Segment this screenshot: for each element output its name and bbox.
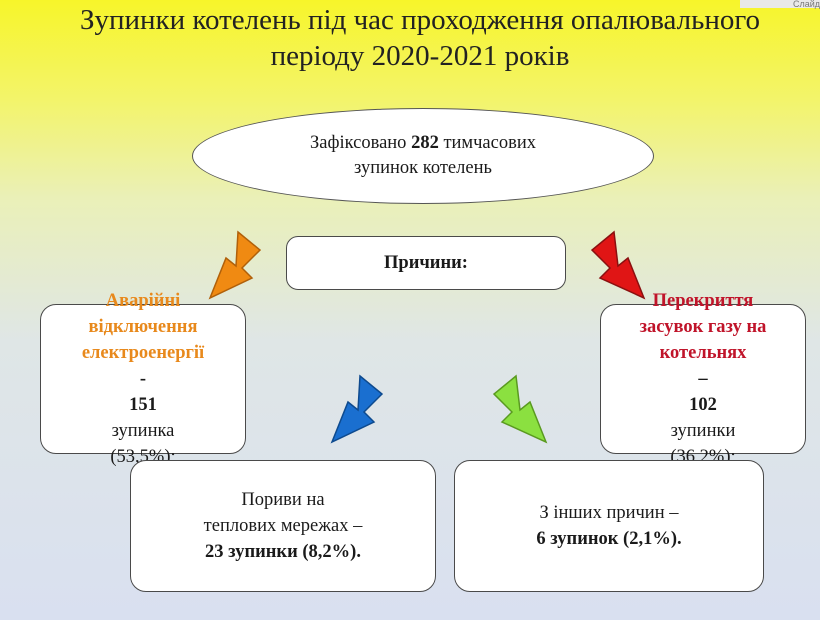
summary-ellipse: Зафіксовано 282 тимчасових зупинок котел… [192, 108, 654, 204]
reasons-box: Причини: [286, 236, 566, 290]
arrow-red-icon [590, 230, 646, 300]
cause-gas-dash: – [698, 369, 708, 389]
cause-gas-line-1: Перекриття [652, 291, 754, 311]
cause-heat-line-1: Пориви на [241, 490, 325, 510]
summary-suffix: тимчасових [438, 133, 536, 153]
page-title: Зупинки котелень під час проходження опа… [60, 2, 780, 74]
cause-heat-line-3: 23 зупинки (8,2%). [205, 542, 361, 562]
title-line-1: Зупинки котелень під час проходження опа… [79, 4, 761, 36]
cause-gas-valves-box: Перекриття засувок газу на котельнях – 1… [600, 291, 806, 467]
slide-corner-label: Слайд [740, 0, 820, 9]
arrow-orange-icon [208, 230, 262, 300]
cause-other-line-1: З інших причин – [539, 503, 679, 523]
cause-power-dash: - [139, 369, 147, 389]
cause-power-line-1: Аварійні [105, 291, 181, 311]
cause-gas-count: 102 [689, 395, 717, 415]
summary-line-2: зупинок котелень [354, 158, 492, 178]
cause-heat-line-2: теплових мережах – [203, 516, 363, 536]
summary-prefix: Зафіксовано [309, 133, 412, 153]
summary-count: 282 [411, 133, 439, 153]
cause-power-outage-box: Аварійні відключення електроенергії - 15… [40, 291, 246, 467]
reasons-label: Причини: [384, 253, 468, 273]
arrow-green-icon [492, 374, 548, 444]
cause-other-line-2: 6 зупинок (2,1%). [536, 529, 682, 549]
cause-power-count-suffix: зупинка [111, 421, 175, 441]
cause-power-line-2: відключення [88, 317, 198, 337]
cause-heat-network-box: Пориви на теплових мережах – 23 зупинки … [130, 460, 436, 592]
cause-gas-line-3: котельнях [659, 343, 747, 363]
cause-gas-count-suffix: зупинки [670, 421, 736, 441]
cause-power-line-3: електроенергії [81, 343, 205, 363]
cause-gas-line-2: засувок газу на [639, 317, 767, 337]
title-line-2: періоду 2020-2021 років [270, 40, 570, 72]
arrow-blue-icon [330, 374, 384, 444]
cause-other-box: З інших причин – 6 зупинок (2,1%). [454, 460, 764, 592]
cause-power-count: 151 [129, 395, 157, 415]
